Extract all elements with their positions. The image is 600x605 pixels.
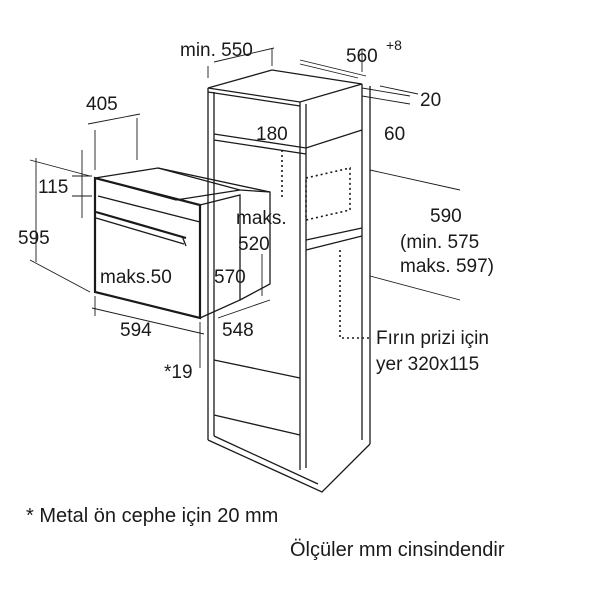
label-570: 570 <box>214 267 246 288</box>
label-60: 60 <box>384 124 405 145</box>
oven-dimensions: 405 115 595 maks.50 570 594 548 *19 <box>18 94 271 383</box>
label-405: 405 <box>86 94 118 115</box>
label-594: 594 <box>120 320 152 341</box>
label-560-superscript: +8 <box>386 37 402 53</box>
label-520: 520 <box>238 234 270 255</box>
label-maks597: maks. 597) <box>400 256 494 277</box>
note-metal-front: * Metal ön cephe için 20 mm <box>26 505 278 527</box>
label-min575: (min. 575 <box>400 232 479 253</box>
note-units: Ölçüler mm cinsindendir <box>290 539 505 561</box>
top-dimensions: min. 550 560 +8 20 <box>180 37 441 111</box>
socket-area: Fırın prizi için yer 320x115 <box>305 166 489 375</box>
label-min-550: min. 550 <box>180 40 253 61</box>
label-20: 20 <box>420 90 441 111</box>
label-maks50: maks.50 <box>100 267 172 288</box>
cabinet <box>207 69 371 493</box>
label-socket-line2: yer 320x115 <box>376 354 479 375</box>
label-590: 590 <box>430 206 462 227</box>
recess-dimensions: 180 60 maks. 520 590 (min. 575 maks. 597… <box>236 124 494 301</box>
label-595: 595 <box>18 228 50 249</box>
label-maks-top: maks. <box>236 208 287 229</box>
oven <box>93 167 271 320</box>
label-180: 180 <box>256 124 288 145</box>
label-19: *19 <box>164 362 193 383</box>
label-560: 560 <box>346 46 378 67</box>
label-socket-line1: Fırın prizi için <box>376 328 489 349</box>
label-115: 115 <box>38 177 68 198</box>
label-548: 548 <box>222 320 254 341</box>
